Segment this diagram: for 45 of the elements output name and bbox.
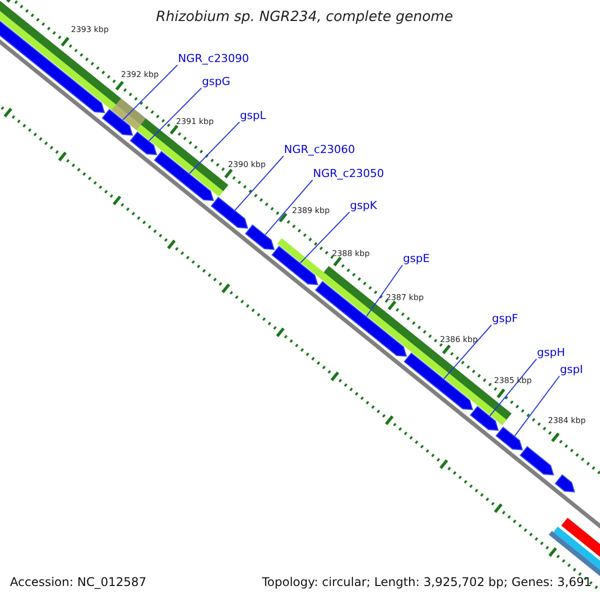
- leader-line: [300, 212, 350, 264]
- gene-feature: [496, 426, 523, 450]
- gene-label: NGR_c23090: [178, 53, 249, 65]
- scale-label: 2388 kbp: [332, 249, 370, 259]
- gene-feature: [520, 446, 554, 476]
- scale-label: 2392 kbp: [121, 70, 159, 80]
- gene-label: gspH: [537, 347, 565, 359]
- footer-text: Accession: NC_012587: [10, 575, 146, 589]
- scale-label: 2384 kbp: [548, 416, 586, 426]
- gene-feature: [470, 406, 499, 431]
- gene-feature: [244, 224, 275, 250]
- gene-label: gspG: [202, 76, 230, 88]
- leader-line: [264, 180, 313, 236]
- leader-line: [514, 376, 560, 436]
- scale-label: 2391 kbp: [176, 117, 214, 127]
- gene-feature: [154, 150, 214, 201]
- footer-text: Topology: circular; Length: 3,925,702 bp; Genes: 3,691: [262, 575, 592, 589]
- scale-label: 2386 kbp: [440, 335, 478, 345]
- gene-feature: [554, 474, 576, 492]
- gene-feature: [314, 280, 407, 357]
- scale-label: 2389 kbp: [292, 206, 330, 216]
- gene-feature: [130, 131, 158, 156]
- gene-label: gspE: [403, 253, 430, 265]
- title: Rhizobium sp. NGR234, complete genome: [156, 9, 453, 25]
- scale-label: 2393 kbp: [71, 25, 109, 35]
- leader-line: [366, 264, 403, 317]
- gene-feature: [271, 246, 318, 286]
- leader-line: [148, 88, 202, 142]
- gene-label: NGR_c23050: [313, 168, 384, 180]
- leader-line: [122, 64, 178, 120]
- gene-feature: [210, 196, 248, 229]
- gene-label: NGR_c23060: [284, 144, 355, 156]
- leader-line: [489, 358, 537, 416]
- gene-label: gspL: [240, 110, 266, 122]
- leader-line: [234, 156, 284, 211]
- gene-label: gspF: [492, 313, 518, 325]
- gene-feature: [102, 108, 134, 136]
- gene-label: gspK: [350, 200, 377, 212]
- leader-line: [443, 324, 492, 380]
- gene-label: gspI: [560, 364, 583, 376]
- gene-feature: [404, 352, 474, 410]
- scale-label: 2387 kbp: [386, 293, 424, 303]
- scale-label: 2390 kbp: [228, 160, 266, 170]
- scale-label: 2385 kbp: [494, 376, 532, 386]
- leader-line: [188, 122, 240, 174]
